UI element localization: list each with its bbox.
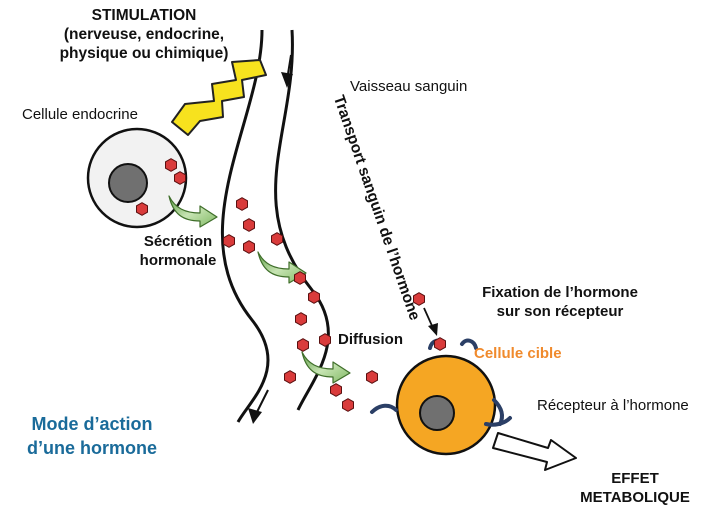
hormone-icon: [243, 240, 255, 254]
fixation-label: Fixation de l’hormone sur son récepteur: [455, 283, 665, 321]
diffusion-label: Diffusion: [338, 331, 403, 348]
secretion-label: Sécrétion hormonale: [128, 232, 228, 270]
fixation-line-1: Fixation de l’hormone: [482, 284, 638, 301]
hormone-icon: [294, 271, 306, 285]
receptor-label: Récepteur à l’hormone: [537, 397, 689, 414]
binding-arrow-icon: [423, 307, 438, 336]
hormone-icon: [297, 338, 309, 352]
endocrine-cell-nucleus: [108, 163, 148, 203]
hormone-icon: [330, 383, 342, 397]
hormone-icon: [342, 398, 354, 412]
title-line-1: Mode d’action: [31, 414, 153, 434]
fixation-line-2: sur son récepteur: [496, 303, 624, 320]
stimulation-label: STIMULATION (nerveuse, endocrine, physiq…: [28, 6, 260, 63]
receptor-right-icon: [484, 398, 512, 427]
hormone-icon: [366, 370, 378, 384]
flow-arrow-bottom-icon: [248, 389, 269, 424]
target-cell-label: Cellule cible: [474, 345, 562, 362]
receptor-left-icon: [370, 403, 398, 414]
title-line-2: d’une hormone: [27, 438, 157, 458]
vessel-wall-left: [220, 29, 270, 423]
stimulation-detail-2: physique ou chimique): [59, 45, 229, 62]
effect-arrow-icon: [492, 432, 577, 471]
hormone-icon: [319, 333, 331, 347]
stimulation-title: STIMULATION: [91, 7, 197, 24]
diagram-title: Mode d’action d’une hormone: [12, 412, 172, 460]
hormone-icon: [174, 171, 186, 185]
endocrine-cell-label: Cellule endocrine: [22, 106, 138, 123]
flow-arrow-top-icon: [281, 54, 293, 88]
effect-line-1: EFFET: [611, 470, 659, 487]
hormone-icon: [295, 312, 307, 326]
secretion-line-2: hormonale: [139, 252, 217, 269]
hormone-icon: [165, 158, 177, 172]
hormone-icon: [236, 197, 248, 211]
lightning-bolt-icon: [171, 59, 267, 136]
hormone-icon: [136, 202, 148, 216]
hormone-icon: [434, 337, 446, 351]
secretion-line-1: Sécrétion: [143, 233, 213, 250]
effect-line-2: METABOLIQUE: [580, 489, 690, 506]
vessel-label: Vaisseau sanguin: [350, 78, 468, 95]
hormone-icon: [271, 232, 283, 246]
hormone-icon: [284, 370, 296, 384]
effect-label: EFFET METABOLIQUE: [565, 469, 705, 507]
target-cell-nucleus: [419, 395, 455, 431]
hormone-icon: [243, 218, 255, 232]
stimulation-detail-1: (nerveuse, endocrine,: [63, 26, 225, 43]
hormone-icon: [308, 290, 320, 304]
